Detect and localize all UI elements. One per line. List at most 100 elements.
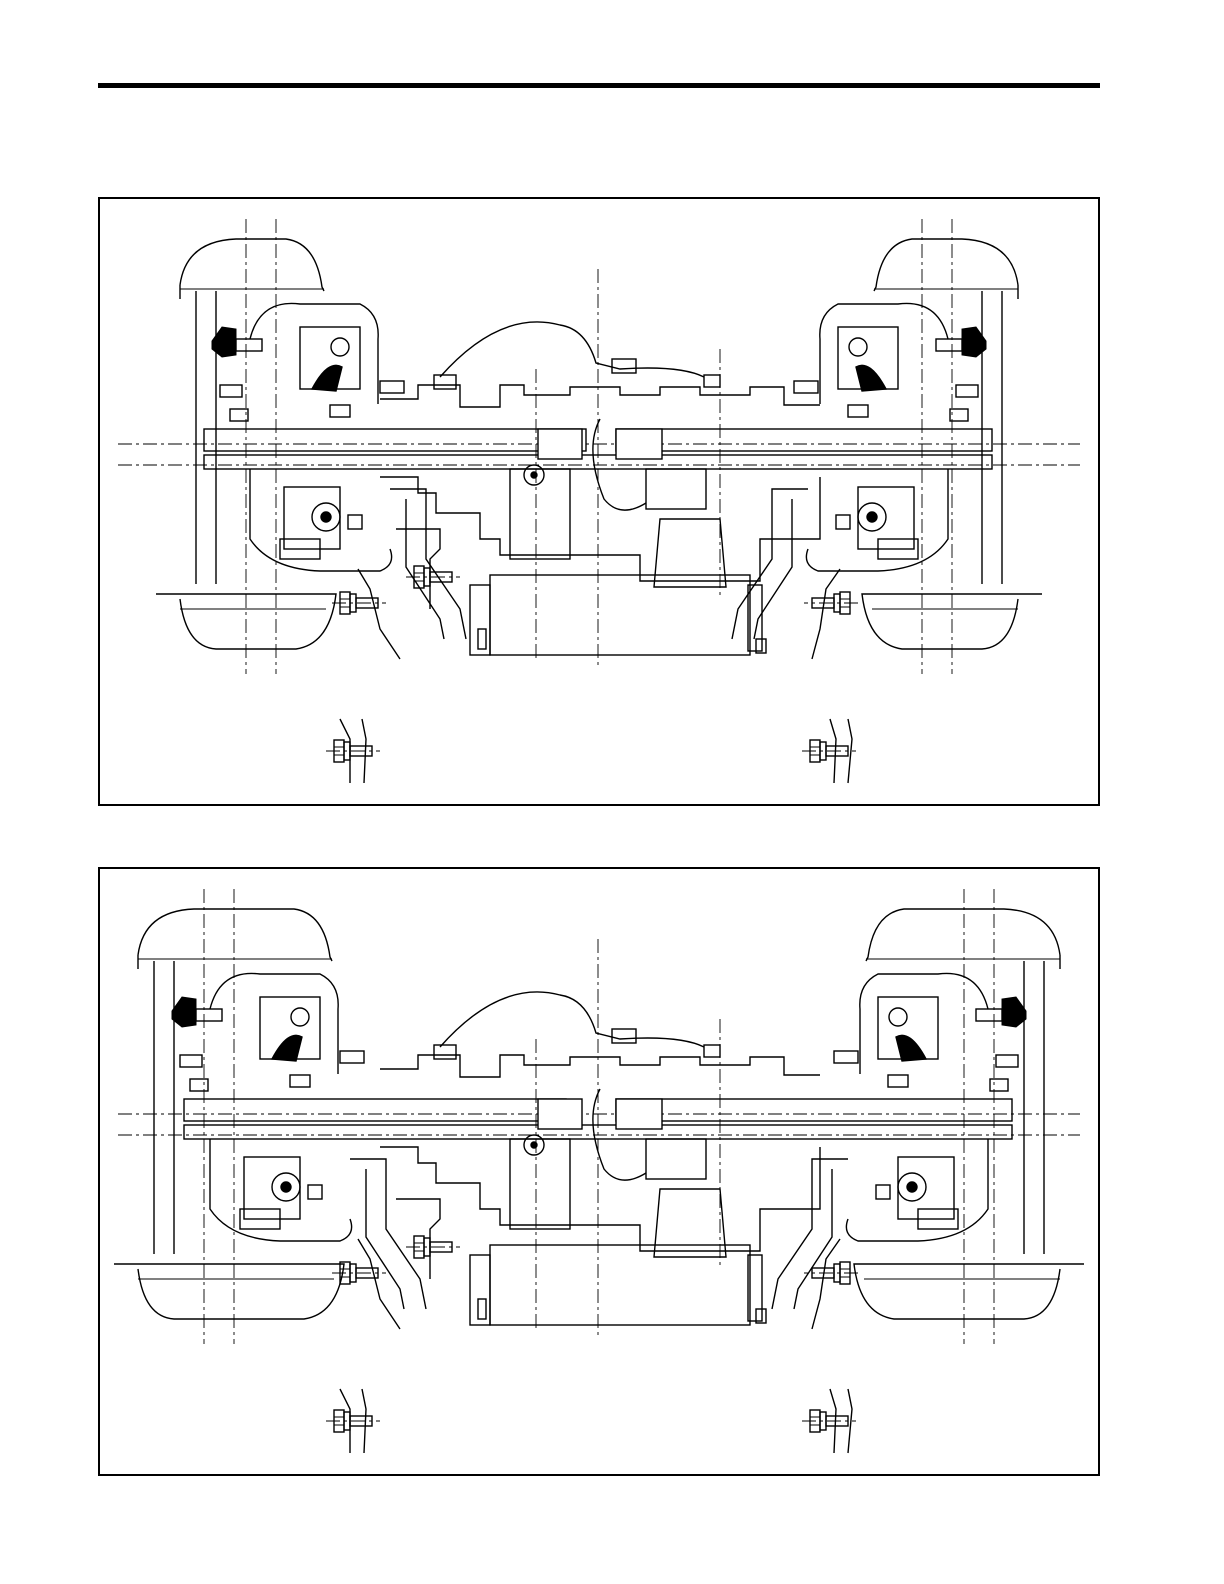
breather-fitting-right <box>704 1045 720 1057</box>
detail-bolt-left <box>326 740 380 762</box>
breather-fitting-right <box>704 375 720 387</box>
knuckle-lower <box>250 469 392 571</box>
drawing-narrow <box>118 219 1080 783</box>
tie-rod-shank-upper <box>196 1009 222 1021</box>
grease-nipple <box>836 515 850 529</box>
fastener-a <box>996 1055 1018 1067</box>
pinion-cover <box>654 519 726 587</box>
frame-bolt-left-inner <box>406 1236 460 1258</box>
tire-top-outline <box>874 239 1018 291</box>
detail-view-left <box>326 1389 380 1453</box>
diff-housing-bottom <box>380 477 820 581</box>
tire-sidewall <box>196 291 216 584</box>
fastener-b <box>380 381 404 393</box>
tire-top-outline <box>180 239 324 291</box>
fastener-c <box>950 409 968 421</box>
detail-bolt-right <box>802 1410 856 1432</box>
shaft-coupling-right <box>616 1099 662 1129</box>
left-tire <box>156 219 336 674</box>
diff-housing-top <box>380 385 820 407</box>
fastener-d <box>290 1075 310 1087</box>
axle-drawing-bottom <box>100 869 1098 1474</box>
axle-shaft-right <box>616 429 992 451</box>
lower-housing-flange <box>470 585 490 655</box>
frame-bolt-left <box>332 592 386 614</box>
kingpin-lower-center <box>907 1182 917 1192</box>
breather-tube <box>440 322 704 377</box>
fastener-b <box>794 381 818 393</box>
breather-tube <box>440 992 704 1047</box>
detail-view-left <box>326 719 380 783</box>
left-hub-assembly <box>212 303 466 639</box>
diff-carrier-right <box>646 1139 706 1179</box>
fastener-a <box>956 385 978 397</box>
brake-spring <box>896 1035 926 1061</box>
fastener-b <box>834 1051 858 1063</box>
breather-fitting-center <box>612 1029 636 1043</box>
frame-bolt-left <box>332 1262 386 1284</box>
kingpin-lower-center <box>281 1182 291 1192</box>
tie-rod-shank-upper <box>236 339 262 351</box>
tire-sidewall <box>1024 961 1044 1254</box>
tie-rod-end-upper <box>172 997 196 1027</box>
fastener-a <box>220 385 242 397</box>
lower-housing-flange <box>470 1255 490 1325</box>
knuckle-lower <box>210 1139 352 1241</box>
shaft-coupling-right <box>616 429 662 459</box>
left-tire <box>114 889 344 1344</box>
frame-bracket-right-lower <box>812 569 840 659</box>
knuckle-lower <box>846 1139 988 1241</box>
diff-housing-bottom <box>380 1147 820 1251</box>
breather-fitting-left <box>434 1045 456 1059</box>
fastener-b <box>340 1051 364 1063</box>
frame-bolt-right <box>804 592 858 614</box>
right-tire <box>854 889 1084 1344</box>
tire-top-outline <box>138 909 332 961</box>
axle-drawing-top-frame <box>98 197 1100 806</box>
knuckle-arm-inner <box>406 499 444 639</box>
detail-bolt-left <box>326 1410 380 1432</box>
frame-bracket-left-lower <box>358 569 400 659</box>
frame-bolt-right <box>804 1262 858 1284</box>
fastener-d <box>848 405 868 417</box>
shaft-coupling-left <box>538 1099 582 1129</box>
grease-nipple <box>348 515 362 529</box>
kingpin-upper <box>849 338 867 356</box>
tire-sidewall <box>154 961 174 1254</box>
knuckle-arm-inner <box>794 1169 832 1309</box>
diff-carrier-right <box>646 469 706 509</box>
axle-shaft-left <box>184 1099 566 1121</box>
detail-bolt-right <box>802 740 856 762</box>
fastener-c <box>190 1079 208 1091</box>
pinion-cover <box>654 1189 726 1257</box>
shaft-coupling-left <box>538 429 582 459</box>
tire-bottom-outline <box>114 1264 344 1319</box>
drawing-wide <box>114 889 1084 1453</box>
tire-top-outline <box>866 909 1060 961</box>
kingpin-upper <box>331 338 349 356</box>
fastener-d <box>330 405 350 417</box>
vent-left <box>478 629 486 649</box>
detail-view-right <box>802 1389 856 1453</box>
frame-bracket-left-lower <box>358 1239 400 1329</box>
frame-bracket-left <box>396 1199 440 1279</box>
fastener-c <box>230 409 248 421</box>
knuckle-arm <box>772 1159 848 1309</box>
axle-drawing-bottom-frame <box>98 867 1100 1476</box>
kingpin-upper <box>889 1008 907 1026</box>
knuckle-arm <box>732 489 808 639</box>
tie-rod-shank-upper <box>976 1009 1002 1021</box>
knuckle-arm <box>390 489 466 639</box>
axle-drawing-top <box>100 199 1098 804</box>
right-hub-assembly <box>772 973 1026 1309</box>
kingpin-lower-center <box>867 512 877 522</box>
knuckle-lower <box>806 469 948 571</box>
knuckle-arm <box>350 1159 426 1309</box>
frame-bracket-right-lower <box>812 1239 840 1329</box>
axle-shaft-left <box>204 429 586 451</box>
breather-fitting-left <box>434 375 456 389</box>
brake-spring <box>272 1035 302 1061</box>
grease-nipple <box>876 1185 890 1199</box>
right-tire <box>862 219 1042 674</box>
header-rule <box>98 83 1100 88</box>
